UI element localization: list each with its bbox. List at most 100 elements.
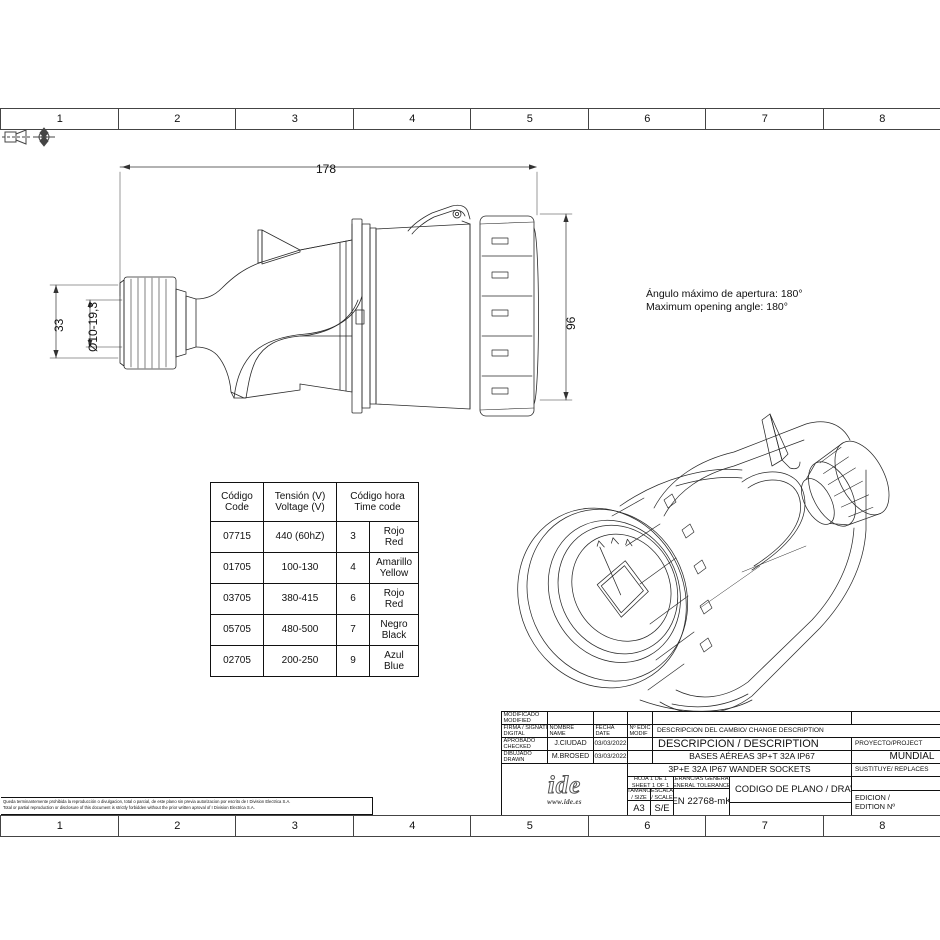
logo-text: ide (547, 772, 582, 799)
tb-tolerances-label: TOLERANCIAS GENERALES GENERAL TOLERANCES (674, 777, 730, 789)
tb-sheet: HOJA 1 DE 1 SHEET 1 OF 1 (628, 777, 674, 789)
cell-hour: 4 (336, 552, 370, 584)
bottom-border-line (0, 836, 940, 837)
tb-description-en: 3P+E 32A IP67 WANDER SOCKETS (628, 764, 852, 777)
header-voltage-es: Tensión (V) (274, 490, 326, 502)
ruler-mark-7: 7 (705, 816, 824, 836)
cell-color-es: Amarillo (375, 556, 413, 568)
tb-modified-label: MODIFICADO MODIFIED (502, 712, 548, 725)
cell-hour: 6 (336, 583, 370, 615)
cell-color-es: Rojo (383, 587, 405, 599)
ruler-mark-2: 2 (117, 109, 237, 129)
tb-drawn-label: DIBUJADO DRAWN (502, 751, 548, 764)
cell-voltage: 480-500 (263, 614, 337, 646)
ruler-mark-3: 3 (235, 816, 354, 836)
note-line-en: Maximum opening angle: 180° (646, 301, 788, 313)
tb-change-description: DESCRIPCION DEL CAMBIO/ CHANGE DESCRIPTI… (653, 725, 940, 738)
cell-voltage: 440 (60hZ) (263, 521, 337, 553)
tb-drawn-name: M.BROSED (548, 751, 594, 764)
cell-voltage: 100-130 (263, 552, 337, 584)
tb-mod-blank-4 (653, 712, 852, 725)
ruler-mark-3: 3 (235, 109, 354, 129)
cell-voltage: 380-415 (263, 583, 337, 615)
ruler-mark-6: 6 (587, 816, 707, 836)
tb-edition-label: EDICION / EDITION Nº (852, 791, 940, 815)
cell-color-en: Black (381, 630, 407, 641)
tb-tolerance-standard: EN 22768-mK (674, 789, 730, 815)
table-header-row: Código Code Tensión (V) Voltage (V) Códi… (210, 482, 419, 522)
cell-color-en: Yellow (379, 568, 409, 579)
tb-replaces-value (852, 777, 940, 791)
tb-project-value: MUNDIAL (852, 751, 940, 764)
cell-code: 05705 (210, 614, 264, 646)
tb-size-value: A3 (628, 801, 651, 815)
cell-hour: 7 (336, 614, 370, 646)
ruler-mark-6: 6 (587, 109, 707, 129)
tb-checked-label: APROBADO CHECKED (502, 738, 548, 751)
tb-description-header: DESCRIPCION / DESCRIPTION (653, 738, 852, 751)
tb-date-label: FECHA DATE (594, 725, 628, 738)
code-table: Código Code Tensión (V) Voltage (V) Códi… (210, 482, 419, 677)
ruler-mark-4: 4 (352, 816, 472, 836)
cell-code: 03705 (210, 583, 264, 615)
cell-color-es: Rojo (383, 525, 405, 537)
tb-size-label: TAMAÑO / SIZE (628, 789, 651, 801)
cell-color-en: Red (384, 599, 404, 610)
header-code-en: Code (225, 502, 249, 513)
ruler-mark-5: 5 (470, 816, 589, 836)
first-angle-projection-icon (2, 127, 55, 147)
tb-signature-label: FIRMA / SIGNATURE DIGITAL (502, 725, 548, 738)
cell-code: 07715 (210, 521, 264, 553)
dimension-length: 178 (316, 162, 337, 176)
tb-checked-date: 03/03/2022 (594, 738, 628, 751)
tb-mod-blank-2 (594, 712, 628, 725)
tb-description-es: BASES AÉREAS 3P+T 32A IP67 (653, 751, 852, 764)
tb-name-label: NOMBRE NAME (548, 725, 594, 738)
cell-color-es: Negro (380, 618, 408, 630)
cell-color-es: Azul (384, 649, 404, 661)
cell-voltage: 200-250 (263, 645, 337, 677)
ruler-mark-1: 1 (0, 816, 119, 836)
tb-drawing-code-value (730, 803, 852, 815)
logo-url: www.ide.es (547, 798, 582, 806)
tb-scale-value: S/E (651, 801, 674, 815)
tb-replaces-label: SUSTITUYE/ REPLACES (852, 764, 940, 777)
cell-code: 01705 (210, 552, 264, 584)
cell-color-en: Blue (383, 661, 404, 672)
cell-hour: 3 (336, 521, 370, 553)
ruler-mark-4: 4 (352, 109, 472, 129)
ruler-mark-2: 2 (117, 816, 237, 836)
header-code-es: Código (221, 490, 253, 502)
ruler-mark-7: 7 (705, 109, 824, 129)
header-time-es: Código hora (350, 490, 405, 502)
title-block: MODIFICADO MODIFIED FIRMA / SIGNATURE DI… (501, 711, 940, 816)
tb-edic-blank-1 (628, 738, 653, 751)
tb-drawn-date: 03/03/2022 (594, 751, 628, 764)
bottom-ruler-topline (0, 815, 940, 816)
tb-edition-no-label: Nº EDIC MODIF (628, 725, 653, 738)
top-ruler-baseline (0, 129, 940, 130)
dimension-cable-range: Ø10-19,3 (86, 301, 100, 352)
tb-scale-label: ESCALA / SCALE (651, 789, 674, 801)
header-voltage: Tensión (V) Voltage (V) (263, 482, 337, 522)
cell-code: 02705 (210, 645, 264, 677)
tb-drawing-code-header: CODIGO DE PLANO / DRAWING CODE (730, 777, 852, 803)
tb-edic-blank-2 (628, 751, 653, 764)
tb-checked-name: J.CIUDAD (548, 738, 594, 751)
ruler-mark-5: 5 (470, 109, 589, 129)
tb-mod-blank-5 (852, 712, 940, 725)
legal-en: Total or partial reproduction or disclos… (3, 805, 255, 811)
dimension-gland-height: 33 (52, 318, 66, 332)
max-opening-angle-note: Ángulo máximo de apertura: 180° Maximum … (646, 288, 803, 314)
